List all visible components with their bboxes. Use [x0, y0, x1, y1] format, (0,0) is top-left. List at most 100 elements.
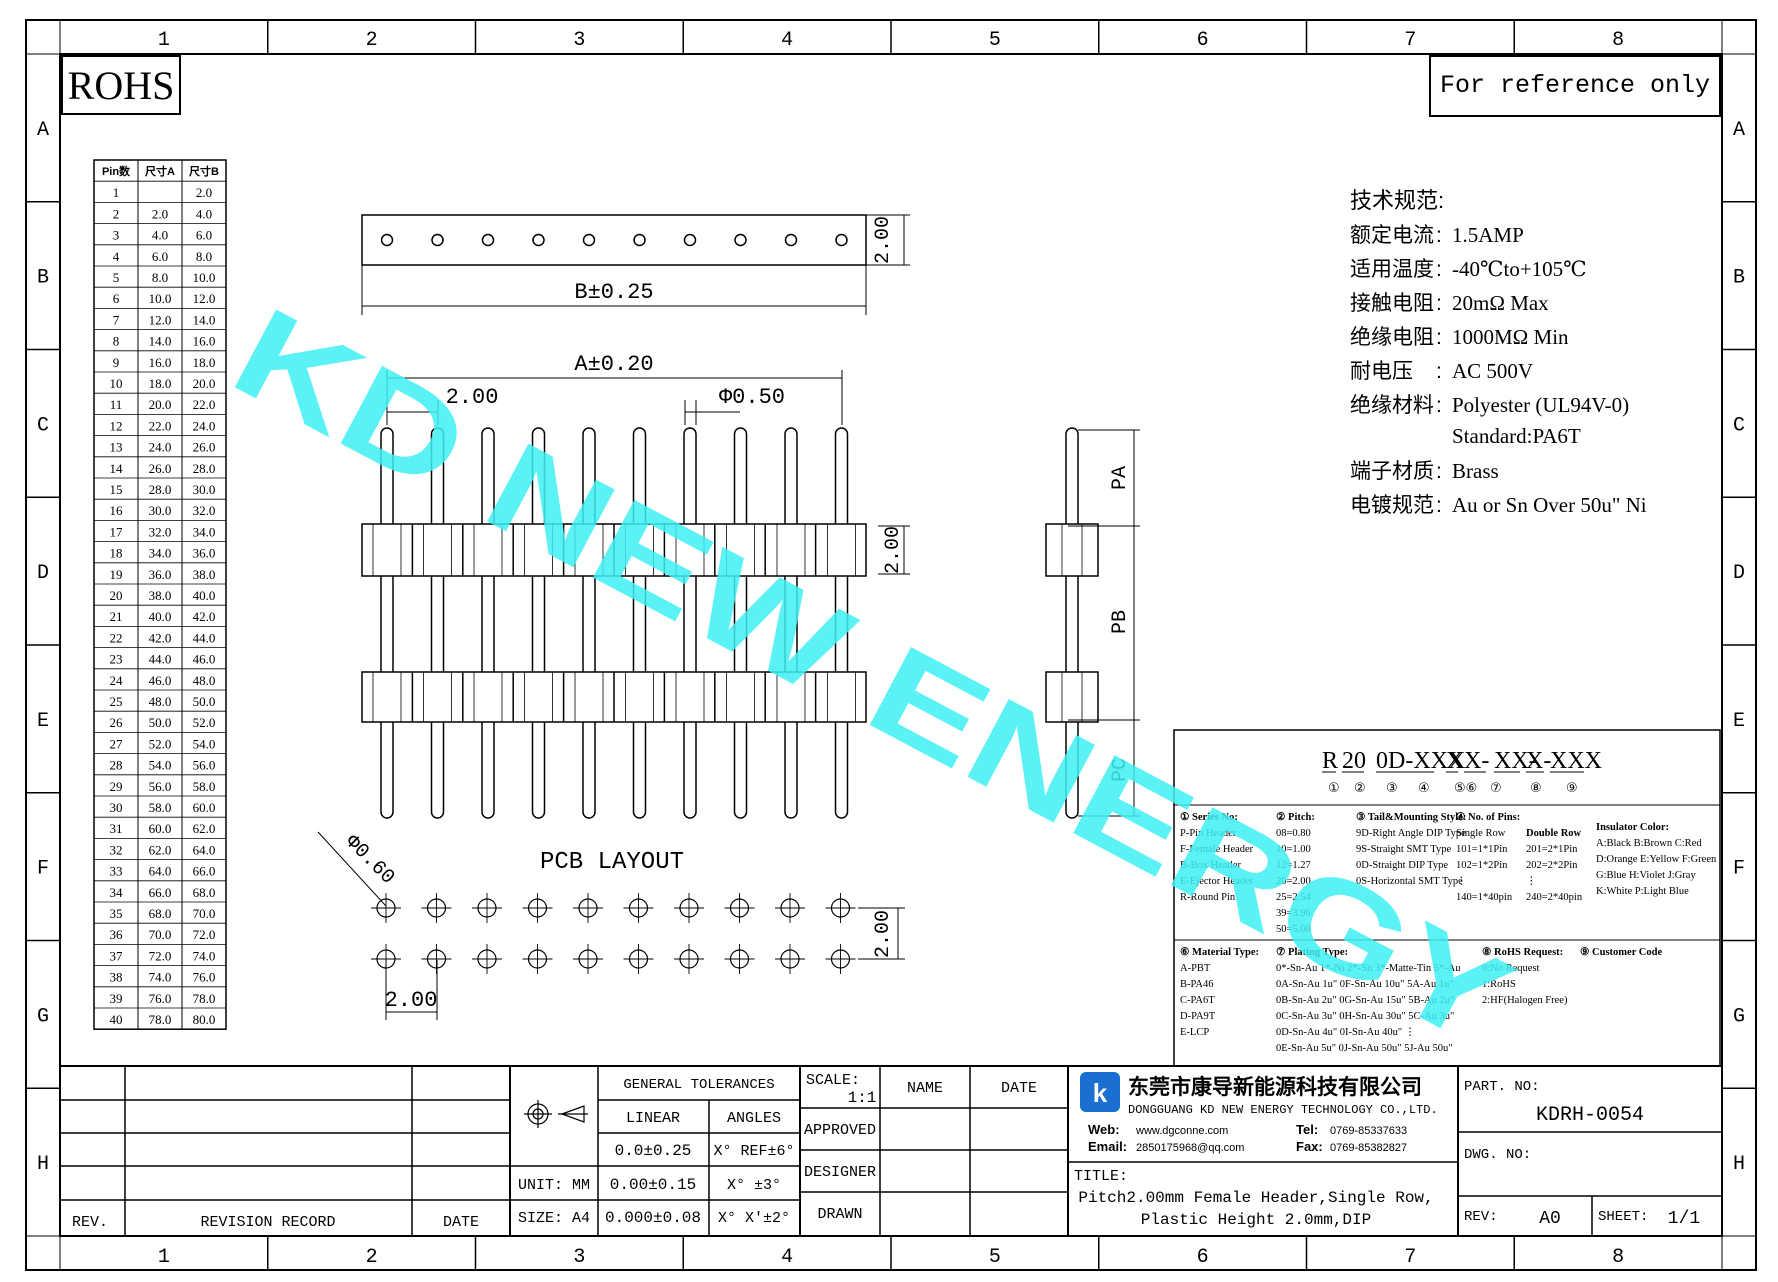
pin-table-cell: 6.0: [196, 228, 212, 243]
pin-table-cell: 36.0: [149, 567, 172, 582]
spec-value: Standard:PA6T: [1452, 424, 1581, 448]
front-view-pin: [733, 427, 748, 819]
pin-table-cell: 42.0: [193, 609, 216, 624]
linear-tol-1: 0.0±0.25: [615, 1142, 692, 1160]
code-legend-line: ⑧ RoHS Request:: [1482, 946, 1563, 958]
pin-table-cell: 35: [110, 906, 123, 921]
code-legend-line: ⑥ Material Type:: [1180, 946, 1259, 958]
pitch-dimension: 2.00: [446, 385, 499, 410]
pin-table-cell: 4.0: [196, 206, 212, 221]
pin-table-cell: 32: [110, 842, 123, 857]
hole-diameter-dimension: Φ0.60: [340, 831, 399, 890]
spec-label: 端子材质: [1350, 460, 1434, 483]
pin-table-cell: 48.0: [193, 673, 216, 688]
top-view-hole: [734, 233, 747, 247]
column-label-top: 2: [366, 29, 378, 52]
code-legend-line: D-PA9T: [1180, 1011, 1216, 1022]
pin-table-cell: 66.0: [193, 864, 216, 879]
pin-table-cell: 34.0: [149, 546, 172, 561]
code-legend-line: ⑨ Customer Code: [1580, 946, 1662, 958]
top-view-dimensions: 2.00 B±0.25: [361, 214, 910, 315]
pin-table-cell: 2: [113, 206, 120, 221]
top-height-dimension: 2.00: [872, 216, 895, 264]
pin-table-cell: 60.0: [193, 800, 216, 815]
pin-table-cell: 76.0: [193, 970, 216, 985]
pin-table-cell: 10.0: [193, 270, 216, 285]
code-legend-line: 202=2*2Pin: [1526, 860, 1578, 871]
code-legend-line: A-PBT: [1180, 963, 1211, 974]
pin-table-cell: 74.0: [193, 948, 216, 963]
code-legend-line: 08=0.80: [1276, 828, 1311, 839]
code-legend-line: E-LCP: [1180, 1027, 1209, 1038]
code-legend-line: 102=1*2Pin: [1456, 860, 1508, 871]
top-view: [361, 214, 867, 266]
email-label: Email:: [1088, 1139, 1127, 1154]
pin-table-cell: 52.0: [149, 736, 172, 751]
code-legend-line: 240=2*40pin: [1526, 892, 1583, 903]
email-value: 2850175968@qq.com: [1136, 1142, 1244, 1154]
row-label-right: A: [1733, 119, 1745, 142]
code-part: X: [1446, 748, 1463, 774]
pin-table-cell: 34.0: [193, 524, 216, 539]
pin-table-cell: 12.0: [149, 312, 172, 327]
top-view-hole: [633, 233, 646, 247]
row-label-left: A: [37, 119, 49, 142]
pin-table-cell: 56.0: [193, 758, 216, 773]
pa-label: PA: [1109, 466, 1132, 490]
linear-tol-2: 0.00±0.15: [610, 1176, 696, 1194]
tel-label: Tel:: [1296, 1122, 1318, 1137]
spec-value: 1.5AMP: [1452, 223, 1524, 247]
pin-table-header: 尺寸A: [145, 164, 175, 178]
dwg-no-label: DWG. NO:: [1464, 1147, 1531, 1163]
front-view-pin: [683, 427, 697, 819]
pin-table-cell: 56.0: [149, 779, 172, 794]
pin-table-cell: 32.0: [193, 503, 216, 518]
code-legend-line: 12=1.27: [1276, 860, 1311, 871]
svg-text:k: k: [1093, 1078, 1108, 1108]
top-view-hole: [380, 233, 394, 247]
code-legend-line: 0D-Sn-Au 4u" 0I-Sn-Au 40u" ⋮: [1276, 1027, 1415, 1038]
pin-table-cell: 38.0: [149, 588, 172, 603]
pin-diameter-dimension: Φ0.50: [719, 385, 785, 410]
column-label-bottom: 7: [1404, 1246, 1416, 1269]
part-no-label: PART. NO:: [1464, 1079, 1540, 1095]
code-part: X-: [1464, 748, 1489, 774]
pin-table-cell: 48.0: [149, 694, 172, 709]
front-view-pin: [481, 427, 495, 819]
column-label-top: 7: [1404, 29, 1416, 52]
code-legend-line: 2:HF(Halogen Free): [1482, 995, 1568, 1006]
specs-title: 技术规范:: [1350, 188, 1444, 213]
row-label-right: B: [1733, 267, 1745, 290]
title-label: TITLE:: [1074, 1168, 1128, 1185]
pin-table-cell: 28.0: [193, 461, 216, 476]
pin-table-cell: 19: [110, 567, 123, 582]
spec-label: 电镀规范: [1350, 494, 1434, 517]
technical-specs: 技术规范:额定电流:1.5AMP适用温度:-40℃to+105℃接触电阻:20m…: [1350, 188, 1647, 517]
angle-tol-1: X° REF±6°: [713, 1143, 794, 1160]
code-legend-line: ⑦ Plating Type:: [1276, 946, 1348, 958]
code-legend-line: C-PA6T: [1180, 995, 1215, 1006]
code-legend-line: ② Pitch:: [1276, 811, 1315, 823]
pin-table-cell: 4: [113, 249, 120, 264]
code-legend-line: R-Round Pin: [1180, 892, 1236, 903]
designer-label: DESIGNER: [804, 1164, 876, 1181]
code-legend-line: ③ Tail&Mounting Style:: [1356, 811, 1466, 823]
title-line-1: Pitch2.00mm Female Header,Single Row,: [1078, 1189, 1433, 1207]
pin-table-header: Pin数: [102, 164, 131, 178]
pin-table-cell: 38: [110, 970, 123, 985]
spec-value: Brass: [1452, 459, 1499, 483]
pin-table-cell: 4.0: [152, 228, 168, 243]
pin-table-cell: 31: [110, 821, 123, 836]
pin-table-cell: 36.0: [193, 546, 216, 561]
column-label-bottom: 8: [1612, 1246, 1624, 1269]
spec-value: 1000MΩ Min: [1452, 325, 1569, 349]
pin-table-cell: 33: [110, 864, 123, 879]
code-legend-line: 101=1*1Pin: [1456, 844, 1508, 855]
pin-table-cell: 8.0: [196, 249, 212, 264]
pin-table-cell: 24.0: [149, 440, 172, 455]
code-part: XX-: [1494, 748, 1537, 774]
pin-table-cell: 58.0: [193, 779, 216, 794]
row-label-left: F: [37, 858, 49, 881]
front-view-pin: [834, 427, 849, 819]
